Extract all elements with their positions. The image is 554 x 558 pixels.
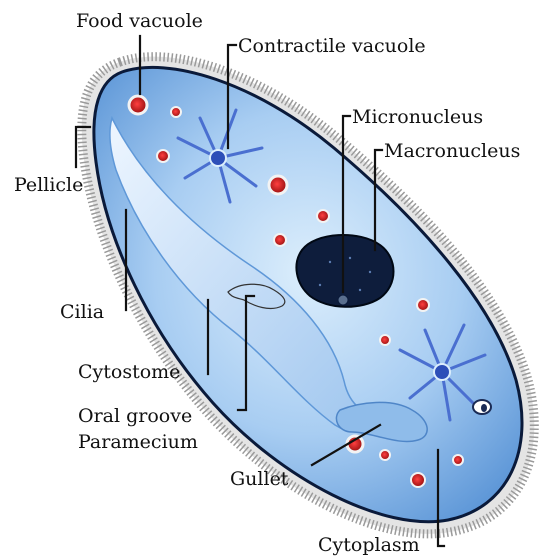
micronucleus	[338, 295, 348, 305]
macronucleus-texture	[329, 261, 331, 263]
macronucleus-texture	[349, 257, 351, 259]
label-micronucleus: Micronucleus	[352, 106, 483, 128]
food-vacuole	[129, 96, 147, 114]
label-gullet: Gullet	[230, 468, 289, 490]
food-vacuole	[453, 455, 463, 465]
label-pellicle: Pellicle	[14, 174, 83, 196]
anal-pore-center	[481, 404, 487, 412]
food-vacuole	[269, 176, 287, 194]
label-cytoplasm: Cytoplasm	[318, 534, 420, 556]
food-vacuole	[274, 234, 286, 246]
contractile-vacuole-posterior-center	[434, 364, 450, 380]
food-vacuole	[417, 299, 429, 311]
contractile-vacuole-anterior-center	[210, 150, 226, 166]
food-vacuole	[157, 150, 169, 162]
label-macronucleus: Macronucleus	[384, 140, 520, 162]
label-cytostome: Cytostome	[78, 361, 180, 383]
macronucleus-texture	[369, 271, 371, 273]
label-contractile-vacuole: Contractile vacuole	[238, 35, 426, 57]
label-cilia: Cilia	[60, 301, 104, 323]
food-vacuole	[380, 450, 390, 460]
label-paramecium: Paramecium	[78, 431, 198, 453]
label-food-vacuole: Food vacuole	[76, 10, 203, 32]
macronucleus-texture	[359, 289, 361, 291]
label-oral-groove: Oral groove	[78, 405, 192, 427]
food-vacuole	[380, 335, 390, 345]
food-vacuole	[171, 107, 181, 117]
macronucleus-texture	[319, 284, 321, 286]
food-vacuole	[317, 210, 329, 222]
food-vacuole	[411, 473, 425, 487]
